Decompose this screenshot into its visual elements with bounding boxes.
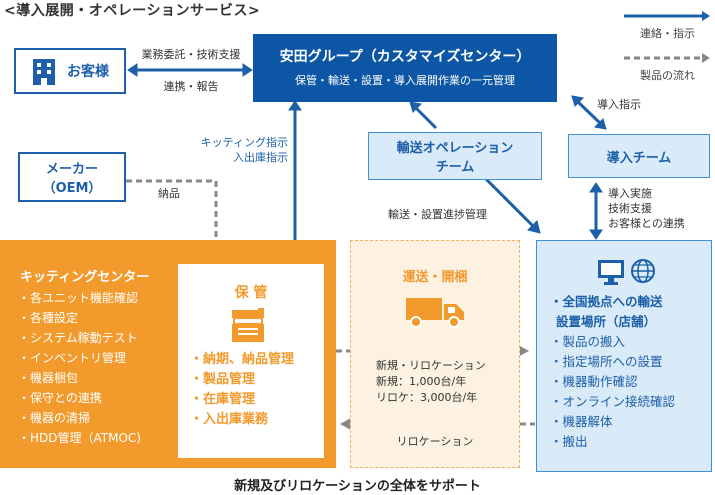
arrow-customer-yasuda: [127, 63, 253, 77]
arrow-transport-sites: [483, 176, 541, 234]
label-relocation: リロケーション: [396, 435, 474, 448]
customer-label: お客様: [67, 64, 109, 80]
customer-box: お客様: [14, 48, 126, 94]
legend-dashed-label: 製品の流れ: [640, 69, 695, 82]
label-business-outsourcing: 業務委託・技術支援: [141, 48, 241, 61]
list-item: ・指定場所への設置: [550, 354, 663, 369]
page-title: <導入展開・オペレーションサービス>: [4, 3, 261, 19]
monitor-icon: [598, 260, 624, 285]
sites-box: [536, 240, 712, 472]
label-delivery: 納品: [158, 187, 180, 200]
list-item: ・搬出: [550, 434, 588, 449]
list-item: ・製品管理: [190, 372, 256, 387]
list-item: ・オンライン接続確認: [550, 394, 676, 409]
label-intro-instruction: 導入指示: [597, 98, 641, 111]
transport-team-box: 輸送オペレーション チーム: [368, 132, 542, 180]
building-icon: [33, 59, 55, 85]
storage-list: ・納期、納品管理 ・製品管理 ・在庫管理 ・入出庫業務: [190, 350, 294, 430]
label-tech-support: 技術支援: [608, 202, 652, 215]
footer-caption: 新規及びリロケーションの全体をサポート: [234, 479, 481, 494]
maker-oem-label: （OEM）: [42, 181, 102, 196]
delivery-details: 新規・リロケーション 新規：1,000台/年 リロケ：3,000台/年: [376, 358, 486, 406]
maker-box: メーカー （OEM）: [18, 152, 126, 202]
intro-team-label: 導入チーム: [606, 150, 672, 166]
list-item: ・全国拠点への輸送: [550, 294, 663, 309]
intro-team-box: 導入チーム: [568, 134, 710, 178]
label-intro-implementation: 導入実施: [608, 187, 652, 200]
list-item: ・各種設定: [18, 311, 79, 325]
globe-icon: [631, 259, 655, 283]
kitting-center-list: ・各ユニット機能確認 ・各種設定 ・システム稼動テスト ・インベントリ管理 ・機…: [18, 288, 141, 448]
list-item: ・保守との連携: [18, 391, 102, 405]
label-customer-coordination: お客様との連携: [608, 217, 685, 230]
list-item: ・機器梱包: [18, 371, 79, 385]
list-item: ・入出庫業務: [190, 412, 269, 427]
yasuda-title: 安田グループ（カスタマイズセンター）: [279, 49, 531, 65]
kitting-center-title: キッティングセンター: [20, 270, 150, 285]
list-item: 設置場所（店舗）: [556, 314, 657, 329]
arrow-yasuda-storage: [288, 100, 302, 260]
list-item: ・在庫管理: [190, 392, 256, 407]
delivery-box: [350, 240, 520, 468]
maker-label: メーカー: [45, 162, 98, 177]
list-item: ・各ユニット機能確認: [18, 291, 139, 305]
list-item: ・機器解体: [550, 414, 613, 429]
legend-solid-label: 連絡・指示: [640, 27, 695, 40]
delivery-type-label: 新規・リロケーション: [376, 359, 486, 372]
list-item: ・インベントリ管理: [18, 351, 127, 365]
list-item: ・製品の搬入: [550, 334, 626, 349]
delivery-reloc-label: リロケ：3,000台/年: [376, 391, 478, 404]
label-transport-progress: 輸送・設置進捗管理: [388, 208, 487, 221]
list-item: ・納期、納品管理: [190, 352, 295, 367]
label-inout-instruction: 入出庫指示: [233, 151, 288, 164]
intro-support-labels: 導入実施 技術支援 お客様との連携: [608, 186, 685, 231]
list-item: ・システム稼動テスト: [18, 331, 138, 345]
copier-icon: [232, 308, 264, 342]
legend-solid-arrow: [624, 11, 710, 21]
list-item: ・HDD管理（ATMOC): [18, 431, 141, 445]
legend-dashed-arrow: [624, 53, 710, 63]
sites-list: ・全国拠点への輸送 設置場所（店舗） ・製品の搬入 ・指定場所への設置 ・機器動…: [550, 292, 675, 452]
delivery-new-label: 新規：1,000台/年: [376, 375, 467, 388]
arrow-intro-sites: [589, 182, 603, 240]
list-item: ・機器の清掃: [18, 411, 91, 425]
transport-team-label-1: 輸送オペレーション: [396, 141, 514, 156]
label-kitting-instruction: キッティング指示: [200, 136, 288, 149]
legend-graphics: [624, 11, 710, 63]
transport-team-label-2: チーム: [435, 160, 475, 175]
list-item: ・機器動作確認: [550, 374, 638, 389]
storage-title: 保 管: [234, 285, 268, 301]
arrow-yasuda-transport-team: [409, 101, 438, 130]
storage-box: [178, 264, 324, 458]
delivery-title: 運送・開梱: [402, 270, 468, 285]
truck-icon: [406, 298, 464, 328]
yasuda-subtitle: 保管・輸送・設置・導入展開作業の一元管理: [295, 74, 515, 87]
yasuda-group-box: 安田グループ（カスタマイズセンター） 保管・輸送・設置・導入展開作業の一元管理: [253, 34, 557, 102]
label-coordination-report: 連携・報告: [163, 80, 219, 93]
